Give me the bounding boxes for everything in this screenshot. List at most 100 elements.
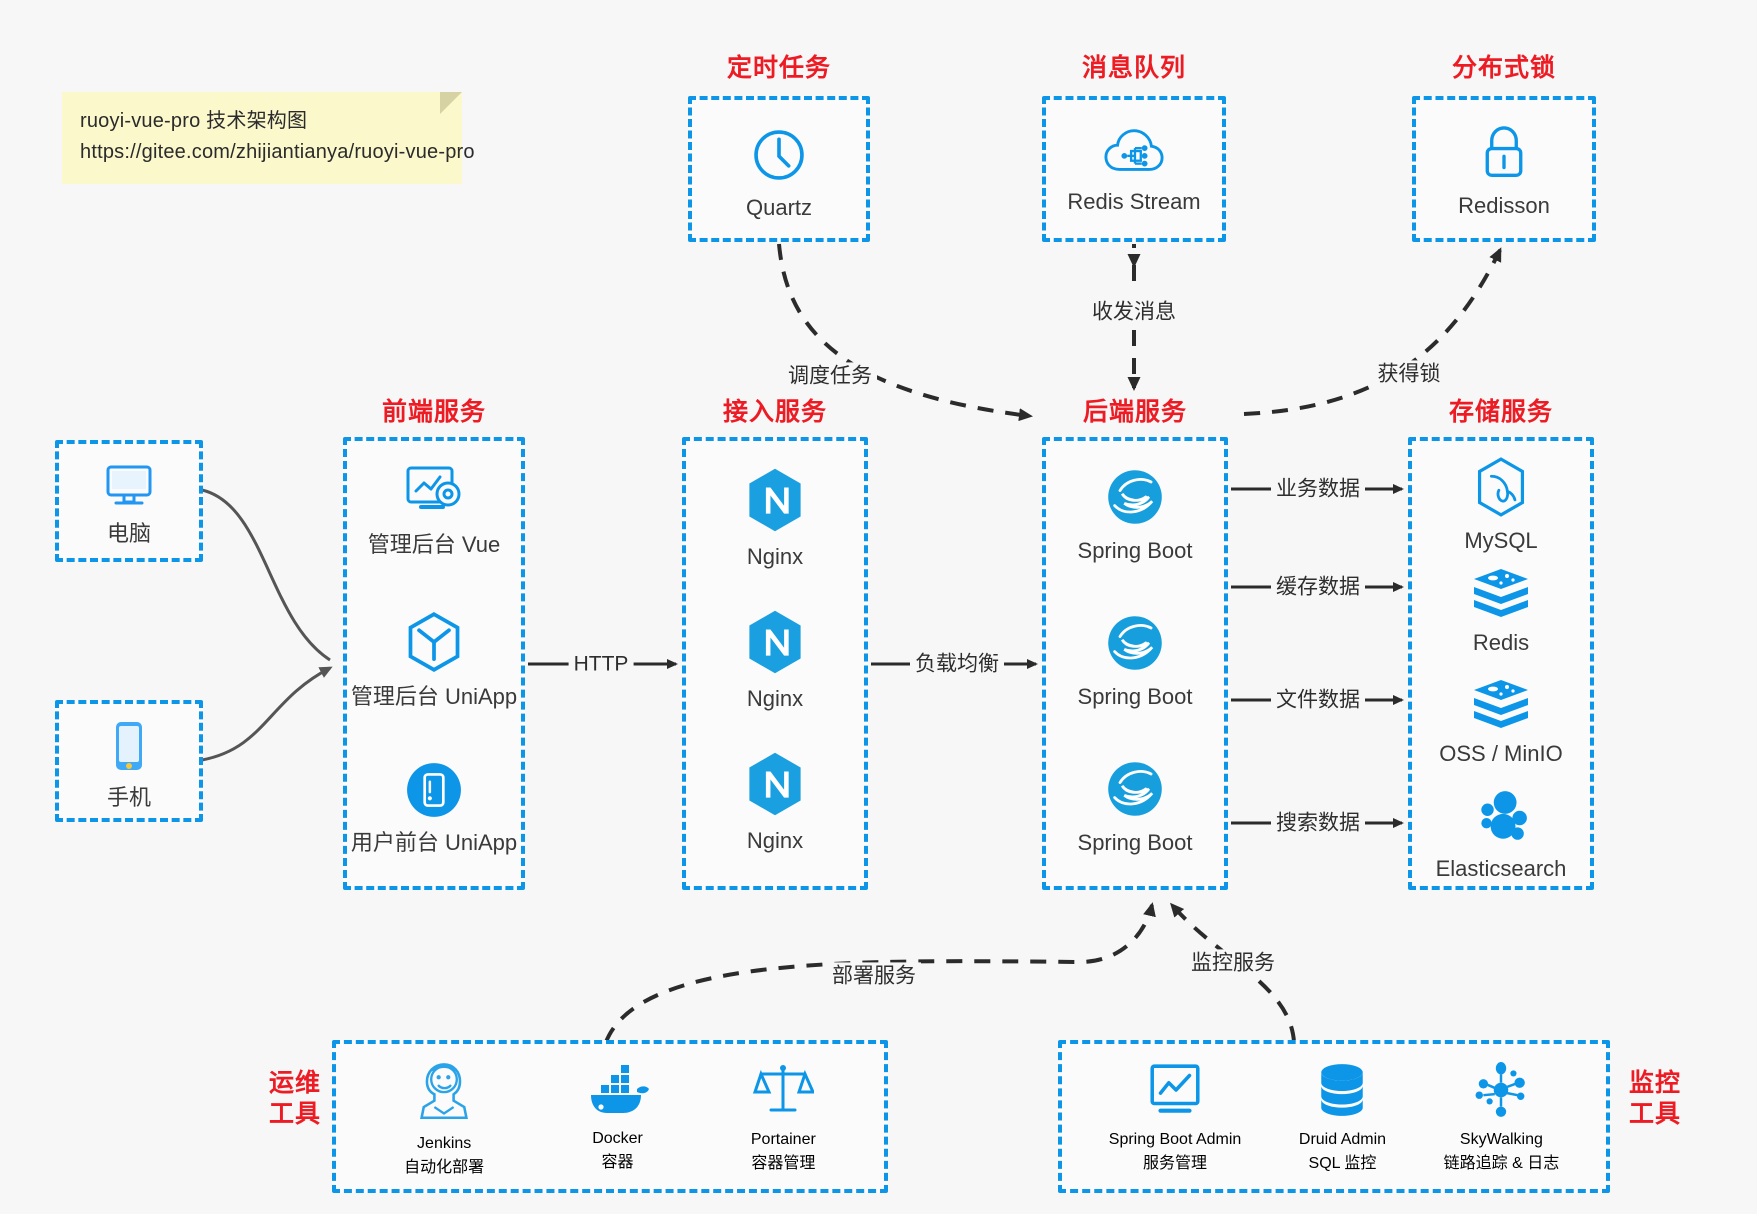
node-label: 管理后台 UniApp (350, 684, 518, 709)
edge-label-search-data: 搜索数据 (1271, 809, 1365, 837)
lock-icon (1477, 124, 1531, 182)
node-mysql[interactable]: MySQL (1412, 457, 1590, 555)
devops-title-line2: 工具 (268, 1100, 321, 1129)
node-oss-minio[interactable]: OSS / MinIO (1412, 678, 1590, 768)
node-quartz[interactable]: Quartz (692, 126, 866, 222)
redis-icon (1471, 567, 1531, 619)
skywalking-icon (1472, 1062, 1530, 1123)
group-title-backend-service: 后端服务 (1082, 398, 1187, 426)
group-client-mobile[interactable]: 手机 (55, 700, 203, 822)
node-label: Redisson (1458, 193, 1550, 218)
mysql-icon (1473, 457, 1529, 517)
node-sublabel: 容器 (601, 1154, 634, 1171)
node-redisson[interactable]: Redisson (1416, 124, 1592, 220)
node-label: Spring Boot (1077, 684, 1193, 709)
edge-label-deploy-service: 部署服务 (827, 962, 921, 990)
group-distributed-lock[interactable]: Redisson (1412, 96, 1596, 242)
node-elasticsearch[interactable]: Elasticsearch (1412, 789, 1590, 883)
node-nginx-1[interactable]: Nginx (686, 467, 864, 571)
group-backend-service[interactable]: Spring Boot Spring Boot Spring Boot (1042, 437, 1228, 890)
spring-boot-icon (1105, 467, 1165, 527)
group-storage-service[interactable]: MySQL Redis (1408, 437, 1594, 890)
note-url: https://gitee.com/zhijiantianya/ruoyi-vu… (80, 141, 475, 163)
spring-boot-icon (1105, 759, 1165, 819)
node-druid-admin[interactable]: Druid Admin SQL 监控 (1299, 1062, 1386, 1173)
group-client-desktop[interactable]: 电脑 (55, 440, 203, 562)
node-label: Spring Boot (1077, 830, 1193, 855)
node-label: 用户前台 UniApp (350, 830, 518, 855)
node-sublabel: 服务管理 (1143, 1155, 1208, 1172)
note-card: ruoyi-vue-pro 技术架构图 https://gitee.com/zh… (62, 92, 475, 184)
group-title-access-service: 接入服务 (722, 398, 827, 426)
edge-label-file-data: 文件数据 (1271, 686, 1365, 714)
edge-label-load-balance: 负载均衡 (910, 650, 1004, 678)
clock-icon (750, 126, 808, 184)
node-user-uniapp[interactable]: 用户前台 UniApp (347, 761, 521, 857)
group-devops-tools[interactable]: Jenkins 自动化部署 (332, 1040, 888, 1193)
hexagon-cube-icon (405, 611, 463, 673)
group-title-frontend-service: 前端服务 (381, 398, 486, 426)
group-message-queue[interactable]: Redis Stream (1042, 96, 1226, 242)
node-sublabel: SQL 监控 (1308, 1155, 1377, 1172)
node-redis[interactable]: Redis (1412, 567, 1590, 657)
node-label: Jenkins (417, 1135, 472, 1152)
node-label: Druid Admin (1298, 1131, 1387, 1148)
node-label: MySQL (1464, 528, 1538, 553)
node-spring-boot-3[interactable]: Spring Boot (1046, 759, 1224, 857)
database-icon (1316, 1062, 1368, 1123)
node-sublabel: 容器管理 (751, 1155, 816, 1172)
node-spring-boot-admin[interactable]: Spring Boot Admin 服务管理 (1108, 1062, 1242, 1173)
node-nginx-2[interactable]: Nginx (686, 609, 864, 713)
dashboard-gear-icon (403, 463, 465, 521)
node-sublabel: 链路追踪 & 日志 (1443, 1155, 1560, 1172)
node-label: 电脑 (106, 521, 151, 546)
node-spring-boot-1[interactable]: Spring Boot (1046, 467, 1224, 565)
node-mobile[interactable]: 手机 (59, 720, 199, 812)
node-label: Redis (1472, 630, 1530, 655)
monitor-title-line1: 监控 (1628, 1069, 1681, 1097)
mobile-circle-icon (405, 761, 463, 819)
edge-backend-to-storage (1231, 484, 1404, 828)
node-nginx-3[interactable]: Nginx (686, 751, 864, 855)
node-label: SkyWalking (1459, 1131, 1543, 1148)
edge-label-monitor-service: 监控服务 (1186, 949, 1280, 977)
node-portainer[interactable]: Portainer 容器管理 (751, 1062, 816, 1173)
group-frontend-service[interactable]: 管理后台 Vue 管理后台 UniApp 用户前台 U (343, 437, 525, 890)
elasticsearch-icon (1472, 789, 1530, 845)
node-label: OSS / MinIO (1439, 741, 1563, 766)
node-admin-vue[interactable]: 管理后台 Vue (347, 463, 521, 559)
node-skywalking[interactable]: SkyWalking 链路追踪 & 日志 (1443, 1062, 1560, 1173)
node-spring-boot-2[interactable]: Spring Boot (1046, 613, 1224, 711)
node-label: 手机 (106, 785, 151, 810)
node-docker[interactable]: Docker 容器 (585, 1063, 651, 1172)
group-monitor-tools[interactable]: Spring Boot Admin 服务管理 Druid Admin S (1058, 1040, 1610, 1193)
node-redis-stream[interactable]: Redis Stream (1046, 126, 1222, 216)
group-scheduled-task[interactable]: Quartz (688, 96, 870, 242)
edge-label-http: HTTP (568, 650, 634, 678)
node-jenkins[interactable]: Jenkins 自动化部署 (404, 1058, 484, 1177)
spring-boot-icon (1105, 613, 1165, 673)
note-fold-corner (440, 92, 462, 114)
edge-backend-to-redisson (1243, 247, 1502, 416)
group-access-service[interactable]: Nginx Nginx Nginx (682, 437, 868, 890)
oss-minio-icon (1471, 678, 1531, 730)
node-label: Nginx (746, 544, 804, 569)
monitor-title-line2: 工具 (1628, 1100, 1681, 1129)
node-label: Quartz (745, 195, 813, 220)
mobile-phone-icon (109, 720, 149, 774)
node-label: Redis Stream (1067, 189, 1201, 214)
nginx-icon (744, 609, 806, 675)
node-label: 管理后台 Vue (367, 532, 501, 557)
group-title-storage-service: 存储服务 (1448, 398, 1553, 426)
nginx-icon (744, 751, 806, 817)
devops-title-line1: 运维 (268, 1069, 321, 1097)
group-title-distributed-lock: 分布式锁 (1451, 54, 1556, 82)
edge-label-acquire-lock: 获得锁 (1372, 360, 1446, 388)
node-label: Spring Boot Admin (1108, 1131, 1242, 1148)
node-label: Docker (592, 1130, 643, 1147)
node-label: Elasticsearch (1435, 856, 1567, 881)
node-label: Nginx (746, 828, 804, 853)
node-desktop[interactable]: 电脑 (59, 462, 199, 548)
node-admin-uniapp[interactable]: 管理后台 UniApp (347, 611, 521, 711)
